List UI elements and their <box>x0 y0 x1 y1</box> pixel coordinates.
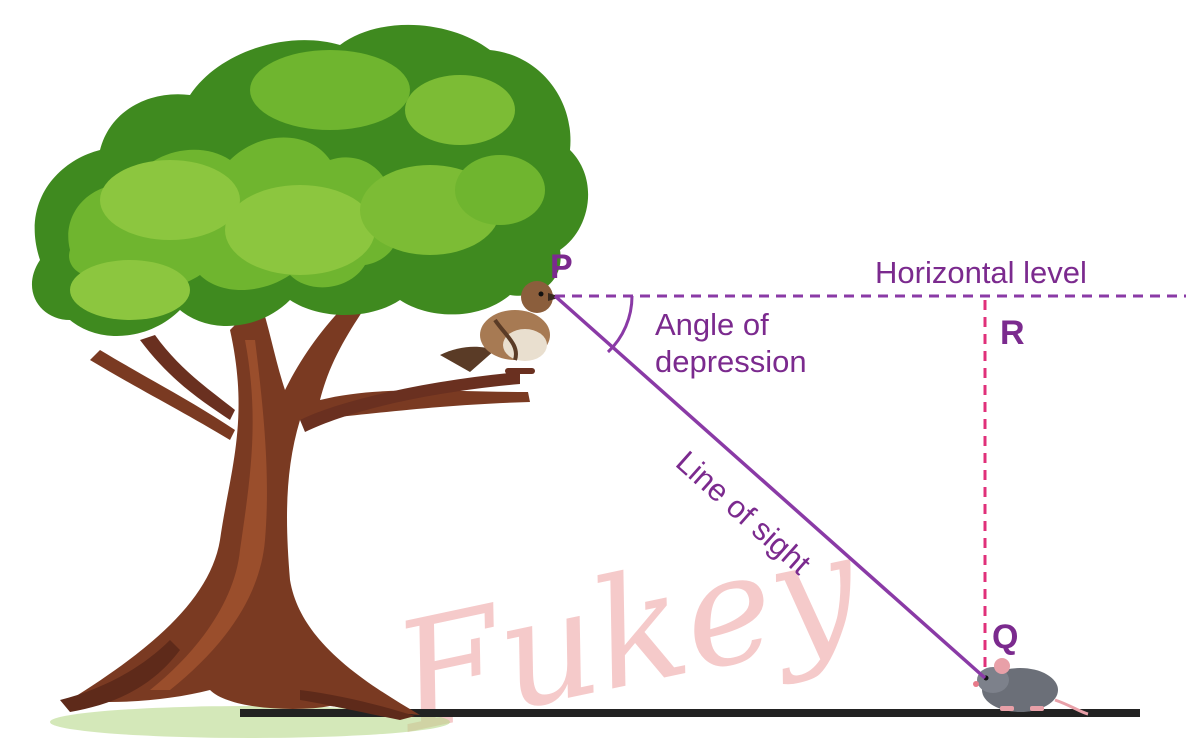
horizontal-level-label: Horizontal level <box>875 255 1087 290</box>
angle-label-line2: depression <box>655 344 807 379</box>
angle-arc <box>608 296 632 352</box>
point-r-label: R <box>1000 314 1025 352</box>
mouse-icon <box>973 658 1088 714</box>
angle-label-line1: Angle of <box>655 307 769 342</box>
point-p-label: P <box>550 248 573 286</box>
point-q-label: Q <box>992 618 1018 656</box>
